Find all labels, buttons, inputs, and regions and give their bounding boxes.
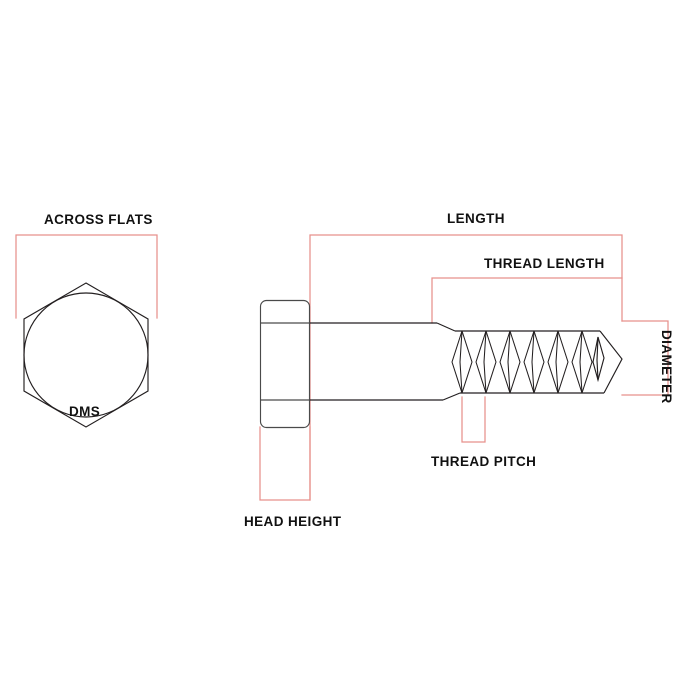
shank-thread-taper-top xyxy=(436,322,456,332)
hex-head-outline xyxy=(23,282,149,428)
thread-turn xyxy=(475,330,497,394)
point-thread-flute xyxy=(592,336,605,383)
label-diameter: DIAMETER xyxy=(659,330,674,404)
screw-point-cone xyxy=(599,330,623,394)
label-thread-pitch: THREAD PITCH xyxy=(431,454,537,469)
label-dms: DMS xyxy=(69,404,101,419)
point-thread-flute-crease xyxy=(596,336,599,381)
hex-head-circle xyxy=(23,292,149,418)
label-thread-length: THREAD LENGTH xyxy=(484,256,605,271)
thread-turn xyxy=(451,330,473,394)
shank-thread-taper-bottom xyxy=(442,392,461,401)
thread-turn xyxy=(523,330,545,394)
label-head-height: HEAD HEIGHT xyxy=(244,514,342,529)
diameter-dimension xyxy=(621,320,669,396)
thread-length-dimension xyxy=(431,277,623,324)
thread-pitch-dimension xyxy=(461,396,486,443)
thread-turn xyxy=(499,330,521,394)
thread-turn xyxy=(571,330,593,394)
bolt-head-body xyxy=(259,299,311,429)
label-across-flats: ACROSS FLATS xyxy=(44,212,153,227)
thread-turn xyxy=(547,330,569,394)
label-length: LENGTH xyxy=(447,211,505,226)
across-flats-dimension xyxy=(15,234,158,319)
head-height-dimension xyxy=(259,426,311,501)
